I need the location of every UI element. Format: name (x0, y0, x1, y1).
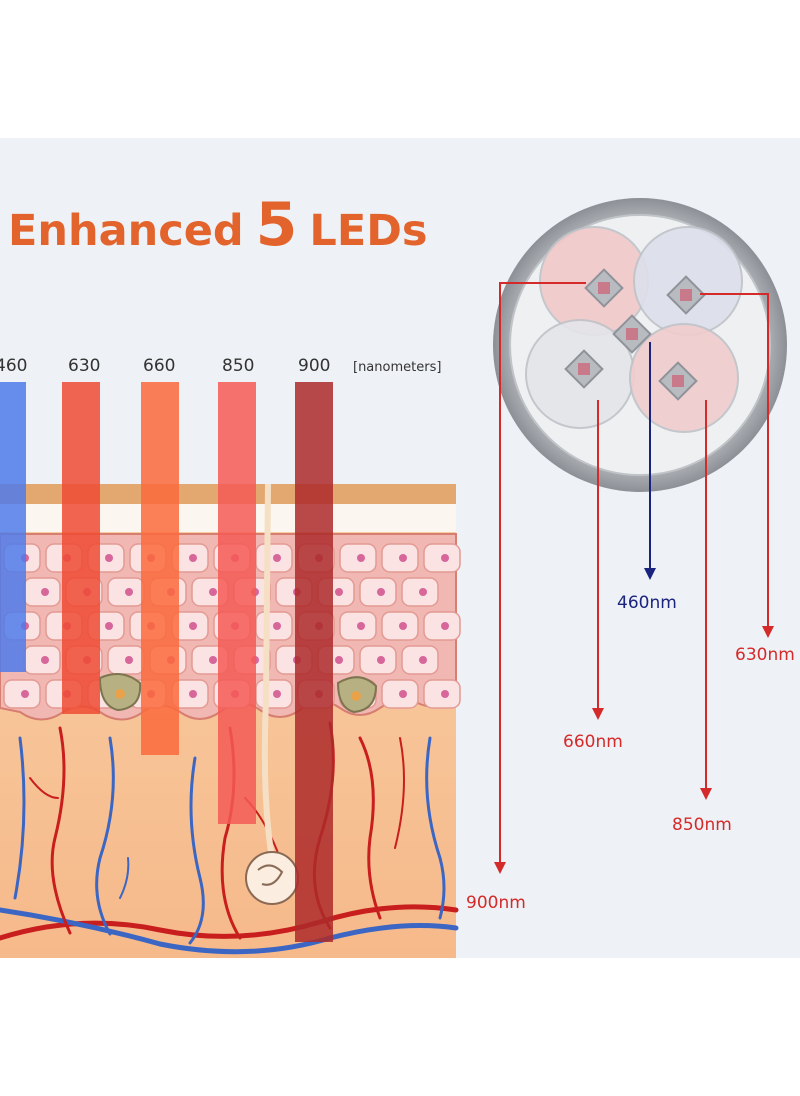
light-band-630 (62, 382, 100, 714)
wavelength-label-630: 630 (68, 356, 101, 376)
light-band-460 (0, 382, 26, 672)
callout-label-660nm: 660nm (563, 732, 623, 752)
wavelength-label-900: 900 (298, 356, 331, 376)
wavelength-unit-label: [nanometers] (353, 360, 442, 375)
wavelength-label-460: 460 (0, 356, 28, 376)
wavelength-label-850: 850 (222, 356, 255, 376)
led-callout-lines (494, 282, 774, 874)
hair-follicle (245, 483, 299, 905)
headline-number: 5 (255, 190, 298, 260)
headline-enhanced: Enhanced (8, 206, 244, 256)
light-band-850 (218, 382, 256, 824)
callout-label-460nm: 460nm (617, 593, 677, 613)
callout-label-630nm: 630nm (735, 645, 795, 665)
light-band-900 (295, 382, 333, 942)
sebaceous-glands (98, 673, 378, 714)
light-band-660 (141, 382, 179, 755)
callout-label-850nm: 850nm (672, 815, 732, 835)
headline-leds: LEDs (309, 206, 428, 256)
skin-cross-section-diagram (0, 198, 787, 958)
callout-label-900nm: 900nm (466, 893, 526, 913)
light-penetration-bands (0, 382, 333, 942)
diagram-panel: Enhanced 5 LEDs 460 630 660 850 900 [nan… (0, 138, 800, 958)
led-head (493, 198, 787, 492)
headline: Enhanced 5 LEDs (8, 190, 427, 260)
wavelength-label-660: 660 (143, 356, 176, 376)
